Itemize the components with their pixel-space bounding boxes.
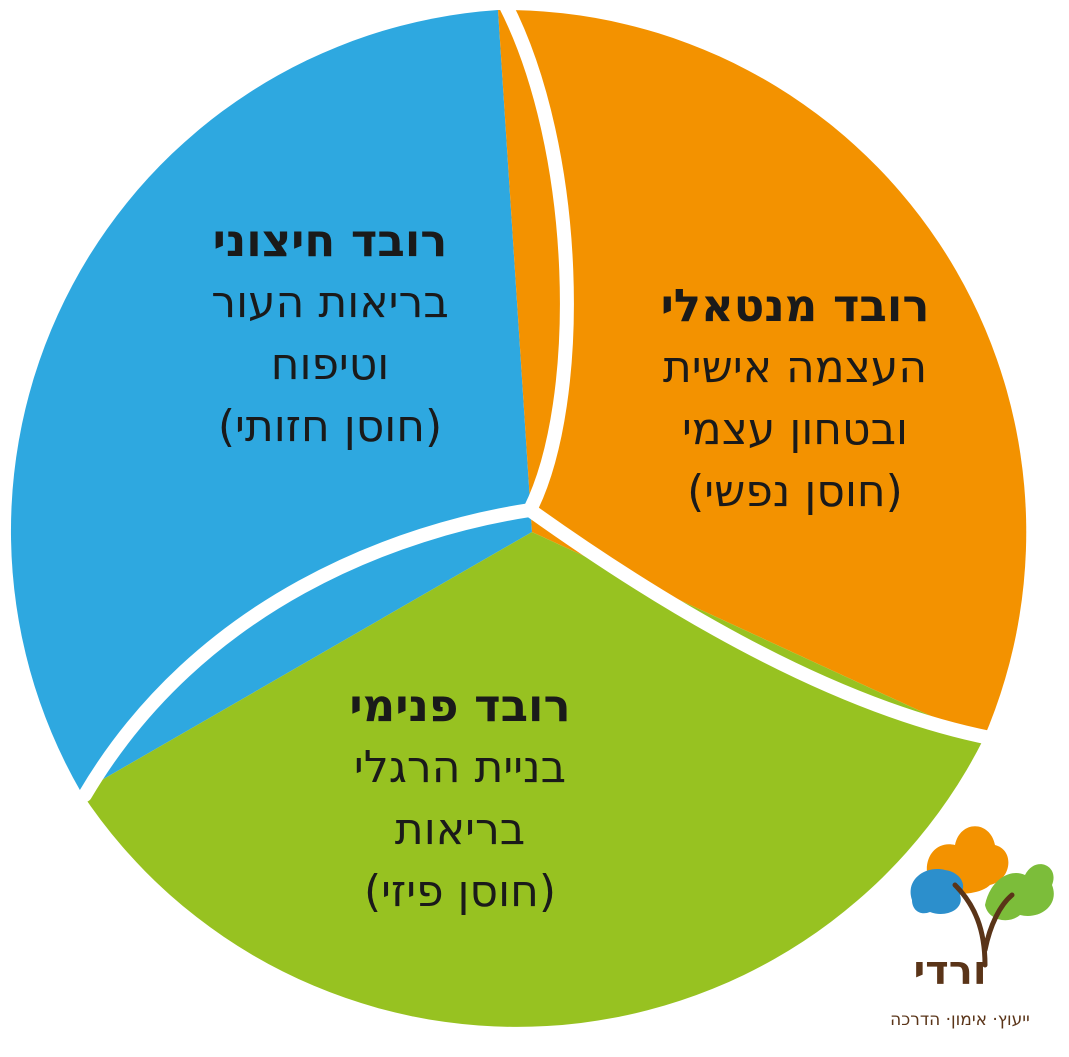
external-layer-label: רובד חיצוני בריאות העור וטיפוח (חוסן חזו… — [170, 210, 490, 458]
logo-name: ורדי — [913, 948, 987, 994]
separator-left — [78, 503, 537, 802]
mental-layer-title: רובד מנטאלי — [660, 279, 930, 332]
internal-layer-line-3: (חוסן פיזי) — [364, 866, 556, 917]
external-layer-line-1: בריאות העור — [211, 277, 449, 328]
segment-separators — [78, 0, 997, 802]
internal-layer-line-1: בניית הרגלי — [353, 742, 567, 793]
logo-trunk — [952, 882, 1015, 968]
separator-right — [523, 503, 997, 745]
logo-tagline: ייעוץ· אימון· הדרכה — [890, 1010, 1030, 1030]
internal-layer-line-2: בריאות — [394, 804, 526, 855]
logo-leaf-blue — [910, 869, 964, 915]
external-layer-title: רובד חיצוני — [212, 214, 448, 267]
segment-external — [10, 10, 533, 792]
mental-layer-label: רובד מנטאלי העצמה אישית ובטחון עצמי (חוס… — [610, 275, 980, 523]
mental-layer-line-3: (חוסן נפשי) — [687, 466, 903, 517]
mental-layer-line-2: ובטחון עצמי — [681, 404, 909, 455]
segment-mental — [498, 9, 1027, 740]
separator-top — [498, 0, 574, 517]
mental-layer-line-1: העצמה אישית — [662, 342, 928, 393]
logo-icon — [910, 826, 1054, 968]
external-layer-line-3: (חוסן חזותי) — [217, 401, 443, 452]
external-layer-line-2: וטיפוח — [270, 339, 390, 390]
internal-layer-title: רובד פנימי — [349, 679, 571, 732]
internal-layer-label: רובד פנימי בניית הרגלי בריאות (חוסן פיזי… — [300, 675, 620, 923]
